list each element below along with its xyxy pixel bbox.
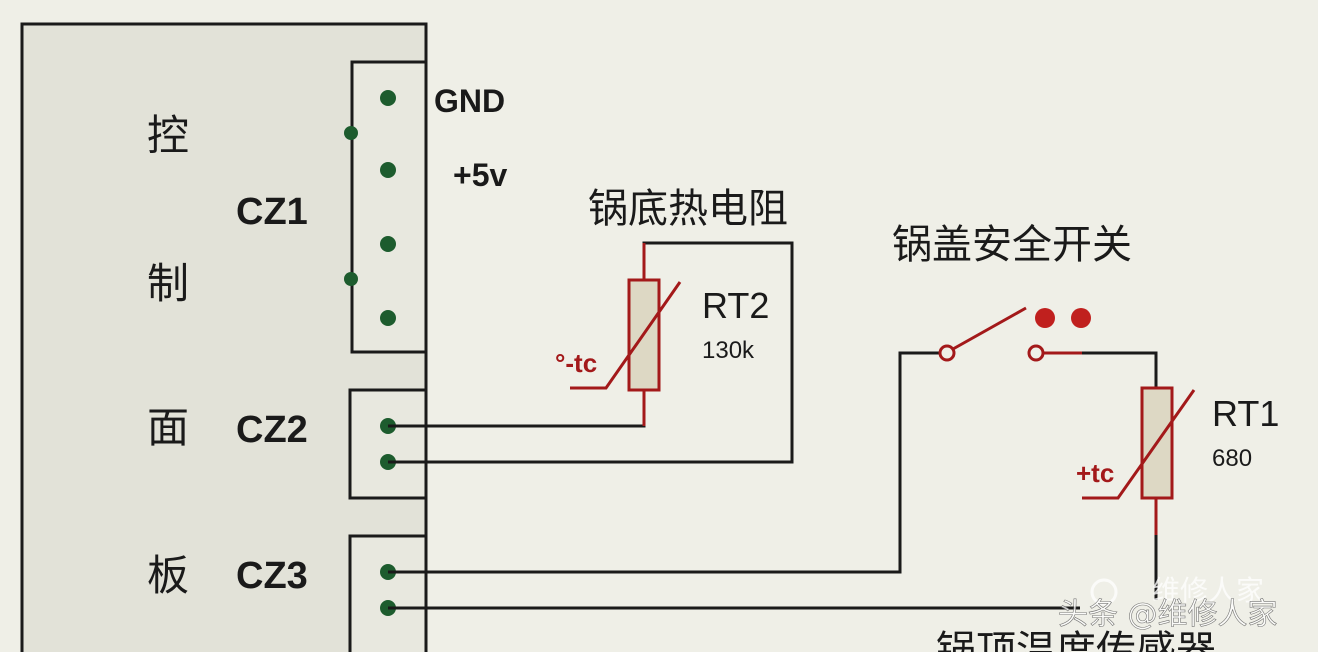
cz1-connector-box [350, 60, 428, 354]
cz3-label: CZ3 [236, 555, 308, 597]
rt2-caption: 锅底热电阻 [588, 186, 788, 232]
cz1-pin-4 [380, 310, 396, 326]
cz3-wire-1 [388, 351, 940, 574]
panel-title-char-2: 制 [147, 259, 189, 308]
panel-title-char-1: 控 [147, 111, 189, 160]
rt1-coef: +tc [1076, 458, 1114, 488]
rt1-tc-slash [1082, 389, 1196, 500]
cz1-pin-3 [380, 236, 396, 252]
switch-probe-dot-2 [1071, 308, 1091, 328]
top-sensor-caption: 锅顶温度传感器 [936, 628, 1216, 652]
cz1-mount-dot-2 [344, 272, 358, 286]
watermark-line-1: 维修人家 [1152, 574, 1264, 607]
switch-caption: 锅盖安全开关 [892, 222, 1132, 268]
watermark-line-2: 头条 @维修人家 [1058, 597, 1278, 632]
switch-contact-right [1027, 344, 1045, 362]
watermark: 维修人家 头条 @维修人家 [1058, 574, 1278, 632]
gnd-pin-label: GND [434, 83, 505, 119]
switch-probe-dot-1 [1035, 308, 1055, 328]
watermark-logo-icon [1090, 578, 1118, 606]
cz1-pin-2 [380, 162, 396, 178]
cz2-label: CZ2 [236, 409, 308, 451]
rt1-ref: RT1 [1212, 393, 1279, 434]
panel-title-char-4: 板 [147, 551, 189, 600]
rt1-value: 680 [1212, 445, 1252, 472]
cz3-connector-box [348, 534, 428, 652]
cz1-label: CZ1 [236, 191, 308, 233]
cz2-connector-box [348, 388, 428, 500]
panel-title-char-3: 面 [147, 403, 189, 452]
cz1-pin-1 [380, 90, 396, 106]
rt2-ref: RT2 [702, 285, 769, 326]
rt2-value: 130k [702, 337, 755, 364]
vcc-pin-label: +5v [453, 157, 507, 193]
switch-to-rt1-wire [1082, 351, 1158, 388]
rt2-coef: °-tc [555, 348, 597, 378]
cz1-mount-dot-1 [344, 126, 358, 140]
switch-blade [952, 306, 1027, 351]
rt2-tc-slash [570, 281, 682, 390]
switch-contact-left [938, 344, 956, 362]
